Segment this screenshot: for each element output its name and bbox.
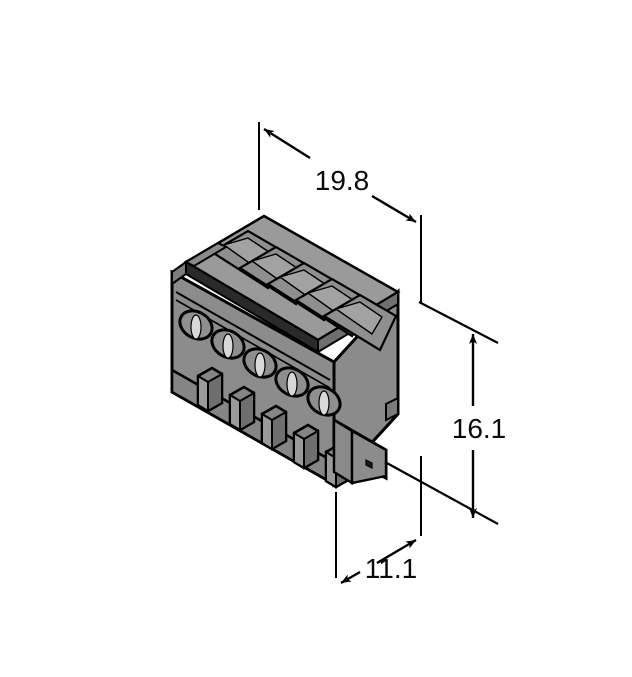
screw-hole-1-slot [190,314,202,340]
pin-1-left [197,374,209,413]
right-face-step [385,396,399,422]
pin-3-left [261,412,273,451]
screw-hole-4 [274,366,310,398]
dim-11-1-line-right [376,538,417,565]
screw-hole-2 [210,328,246,360]
screw-hole-2-slot [222,333,234,359]
plug-nose-notch [365,459,373,469]
pin-4-left [293,431,305,470]
screw-hole-1 [178,309,214,341]
dim-19-8-label: 19.8 [315,165,370,196]
dimension-16-1: 16.1 [384,301,507,525]
screw-hole-5 [306,385,342,417]
pin-1 [196,366,224,413]
pin-group [196,366,352,489]
dimension-11-1: 11.1 [335,456,422,585]
pin-3-right [271,410,287,451]
screw-hole-3 [242,347,278,379]
pin-4-right [303,429,319,470]
pin-1-right [207,372,223,413]
screw-hole-3-slot [254,352,266,378]
dim-19-8-line-right [371,194,417,224]
dim-11-1-label: 11.1 [365,553,417,584]
screw-hole-group [178,309,342,417]
dim-19-8-line-left [263,127,311,160]
pin-4 [292,423,320,470]
screw-hole-4-slot [286,371,298,397]
pin-2-left [229,393,241,432]
pin-3 [260,404,288,451]
plug-nose-face [350,428,388,485]
dim-16-1-leader-bottom [384,461,499,525]
body-left-cap [171,260,187,286]
dim-16-1-leader-top [418,301,499,344]
top-guide-rail [183,241,229,268]
dimension-19-8: 19.8 [258,122,422,304]
top-slot-group [209,229,398,352]
front-parting-line [175,291,331,381]
dim-16-1-label: 16.1 [452,413,507,444]
screw-hole-5-slot [318,390,330,416]
top-slot-5-inner [334,301,383,336]
plug-nose-left [332,417,354,486]
pin-2 [228,385,256,432]
plug-nose [332,417,388,486]
pin-2-right [239,391,255,432]
dim-11-1-line-left [340,570,361,585]
connector-part [170,214,401,489]
